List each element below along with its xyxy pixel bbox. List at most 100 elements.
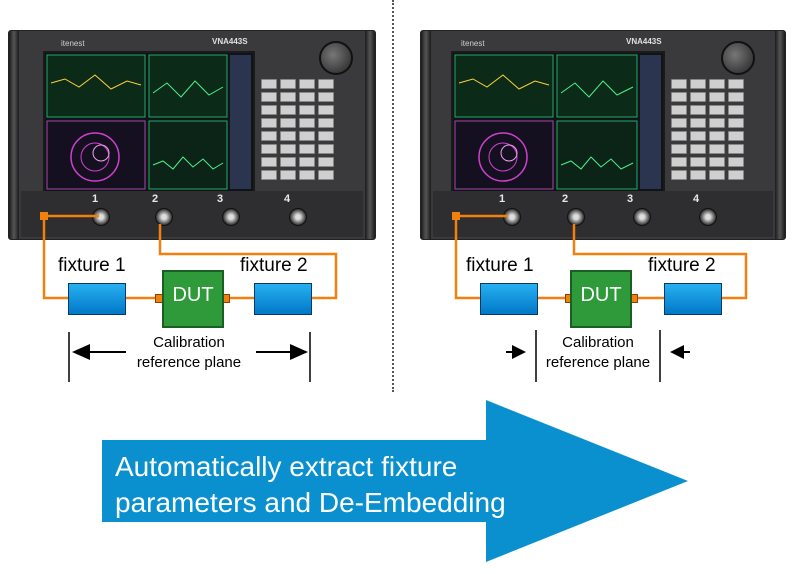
key[interactable] [280, 105, 296, 115]
port-connector-4[interactable] [699, 208, 717, 226]
key[interactable] [261, 144, 277, 154]
key[interactable] [709, 144, 725, 154]
port-number-1: 1 [499, 193, 506, 205]
vna-instrument-left: itenest VNA443S 1 2 3 4 [8, 30, 376, 240]
arrow-in-right-head [670, 345, 684, 359]
key[interactable] [728, 105, 744, 115]
fixture-1-block [68, 283, 126, 315]
key[interactable] [709, 105, 725, 115]
port-number-2: 2 [562, 193, 569, 205]
port-connector-3[interactable] [633, 208, 651, 226]
fixture-1-label: fixture 1 [58, 255, 126, 276]
key[interactable] [261, 92, 277, 102]
key[interactable] [690, 79, 706, 89]
key[interactable] [318, 144, 334, 154]
key[interactable] [280, 118, 296, 128]
key[interactable] [280, 157, 296, 167]
key[interactable] [261, 170, 277, 180]
key[interactable] [318, 105, 334, 115]
key[interactable] [280, 131, 296, 141]
key[interactable] [690, 157, 706, 167]
key[interactable] [671, 92, 687, 102]
key[interactable] [690, 144, 706, 154]
key[interactable] [280, 144, 296, 154]
key[interactable] [709, 79, 725, 89]
cable-right-port1 [454, 216, 480, 300]
port-connector-4[interactable] [289, 208, 307, 226]
key[interactable] [299, 92, 315, 102]
port-connector-2[interactable] [567, 208, 585, 226]
key[interactable] [671, 170, 687, 180]
dut-block: DUT [570, 270, 632, 328]
key[interactable] [280, 170, 296, 180]
key[interactable] [280, 79, 296, 89]
key[interactable] [728, 79, 744, 89]
key[interactable] [318, 79, 334, 89]
key[interactable] [690, 131, 706, 141]
rotary-knob[interactable] [319, 41, 353, 75]
port-connector-2[interactable] [155, 208, 173, 226]
brand-label: itenest [461, 39, 485, 48]
key[interactable] [261, 79, 277, 89]
key[interactable] [299, 131, 315, 141]
port-number-1: 1 [92, 193, 99, 205]
cable-end-right [452, 212, 460, 220]
key[interactable] [690, 105, 706, 115]
key[interactable] [318, 157, 334, 167]
key[interactable] [690, 92, 706, 102]
key[interactable] [709, 157, 725, 167]
key[interactable] [671, 157, 687, 167]
fixture-2-block [664, 283, 722, 315]
rack-rail-right [775, 31, 785, 239]
model-label: VNA443S [212, 37, 248, 46]
key[interactable] [318, 170, 334, 180]
calibration-caption-line1: Calibration [153, 334, 225, 351]
rotary-knob[interactable] [721, 41, 755, 75]
key[interactable] [728, 144, 744, 154]
key[interactable] [299, 170, 315, 180]
key[interactable] [671, 144, 687, 154]
key[interactable] [671, 118, 687, 128]
arrow-in-left-head [512, 345, 526, 359]
key[interactable] [318, 118, 334, 128]
key[interactable] [299, 105, 315, 115]
key[interactable] [299, 157, 315, 167]
key[interactable] [709, 131, 725, 141]
fixture-1-block [480, 283, 538, 315]
key[interactable] [671, 105, 687, 115]
fixture-1-label: fixture 1 [466, 255, 534, 276]
rack-rail-left [9, 31, 19, 239]
port-connector-3[interactable] [222, 208, 240, 226]
key[interactable] [261, 118, 277, 128]
key[interactable] [728, 131, 744, 141]
calibration-caption-line2: reference plane [136, 354, 242, 371]
key[interactable] [728, 118, 744, 128]
cable-left-port2 [158, 224, 338, 300]
port-number-3: 3 [217, 193, 224, 205]
key[interactable] [318, 92, 334, 102]
arrow-left-head [72, 344, 90, 360]
key[interactable] [728, 170, 744, 180]
key[interactable] [709, 92, 725, 102]
key[interactable] [709, 170, 725, 180]
key[interactable] [261, 105, 277, 115]
key[interactable] [299, 79, 315, 89]
dut-block: DUT [162, 270, 224, 328]
key[interactable] [690, 170, 706, 180]
key[interactable] [280, 92, 296, 102]
key[interactable] [728, 157, 744, 167]
key[interactable] [318, 131, 334, 141]
key[interactable] [690, 118, 706, 128]
key[interactable] [261, 131, 277, 141]
key[interactable] [709, 118, 725, 128]
port-number-3: 3 [627, 193, 634, 205]
key[interactable] [261, 157, 277, 167]
key[interactable] [728, 92, 744, 102]
key[interactable] [299, 144, 315, 154]
calibration-caption: Calibration reference plane [134, 333, 244, 373]
key[interactable] [299, 118, 315, 128]
key[interactable] [671, 79, 687, 89]
brand-label: itenest [61, 39, 85, 48]
cable-left-port1 [42, 216, 68, 300]
key[interactable] [671, 131, 687, 141]
